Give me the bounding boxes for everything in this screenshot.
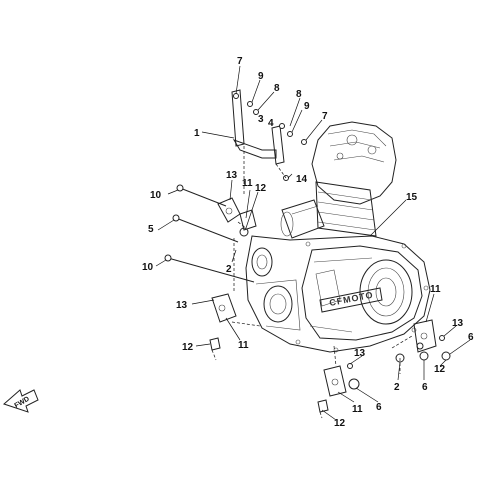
callout-2: 2 bbox=[226, 264, 232, 275]
leader-lines bbox=[155, 65, 471, 421]
callouts: 7 9 8 3 4 8 9 7 1 14 13 11 12 10 15 5 2 … bbox=[142, 56, 474, 429]
callout-3: 3 bbox=[258, 114, 264, 125]
callout-13: 13 bbox=[176, 300, 188, 311]
callout-7: 7 bbox=[237, 56, 243, 67]
engine-assembly: CFMOTO bbox=[245, 121, 431, 353]
callout-11: 11 bbox=[238, 340, 249, 351]
callout-8: 8 bbox=[274, 83, 280, 94]
callout-5: 5 bbox=[148, 224, 154, 235]
callout-9: 9 bbox=[304, 101, 310, 112]
callout-6: 6 bbox=[422, 382, 428, 393]
left-mounts bbox=[164, 184, 257, 351]
callout-11: 11 bbox=[430, 284, 441, 295]
callout-6: 6 bbox=[468, 332, 474, 343]
callout-10: 10 bbox=[150, 190, 162, 201]
callout-12: 12 bbox=[182, 342, 194, 353]
callout-4: 4 bbox=[268, 118, 274, 129]
callout-13: 13 bbox=[354, 348, 366, 359]
engine-brand-text: CFMOTO bbox=[328, 290, 374, 308]
callout-14: 14 bbox=[296, 174, 308, 185]
upper-bracket-assembly bbox=[231, 89, 307, 181]
callout-10: 10 bbox=[142, 262, 154, 273]
callout-12: 12 bbox=[334, 418, 346, 429]
callout-11: 11 bbox=[352, 404, 363, 415]
callout-11: 11 bbox=[242, 178, 253, 189]
callout-8: 8 bbox=[296, 89, 302, 100]
callout-15: 15 bbox=[406, 192, 418, 203]
callout-7: 7 bbox=[322, 111, 328, 122]
callout-13: 13 bbox=[452, 318, 464, 329]
fwd-label: FWD bbox=[14, 396, 31, 410]
callout-13: 13 bbox=[226, 170, 238, 181]
callout-12: 12 bbox=[255, 183, 267, 194]
forward-arrow-icon: FWD bbox=[3, 389, 39, 413]
callout-12: 12 bbox=[434, 364, 446, 375]
callout-9: 9 bbox=[258, 71, 264, 82]
callout-6: 6 bbox=[376, 402, 382, 413]
callout-2: 2 bbox=[394, 382, 400, 393]
assembly-lines bbox=[211, 146, 413, 419]
callout-1: 1 bbox=[194, 128, 200, 139]
